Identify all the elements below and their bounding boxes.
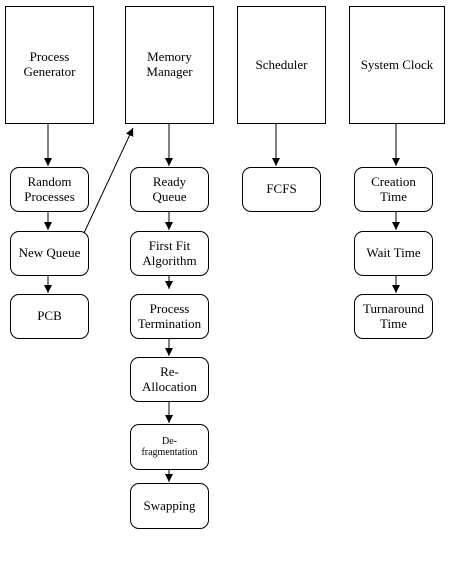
ready-queue-label: Ready Queue — [152, 173, 187, 204]
turnaround-time-label: Turnaround Time — [363, 300, 424, 331]
first-fit-algorithm-label: First Fit Algorithm — [142, 237, 197, 268]
fcfs-label: FCFS — [266, 181, 297, 197]
pcb-node: PCB — [10, 294, 89, 339]
ready-queue-node: Ready Queue — [130, 167, 209, 212]
pcb-label: PCB — [37, 308, 62, 324]
defragmentation-label: De- fragmentation — [141, 435, 198, 459]
system-clock-box: System Clock — [349, 6, 445, 124]
scheduler-box: Scheduler — [237, 6, 326, 124]
defragmentation-node: De- fragmentation — [130, 424, 209, 470]
random-processes-label: Random Processes — [24, 173, 75, 204]
random-processes-node: Random Processes — [10, 167, 89, 212]
fcfs-node: FCFS — [242, 167, 321, 212]
wait-time-node: Wait Time — [354, 231, 433, 276]
process-termination-label: Process Termination — [137, 300, 202, 331]
first-fit-algorithm-node: First Fit Algorithm — [130, 231, 209, 276]
new-queue-node: New Queue — [10, 231, 89, 276]
new-queue-label: New Queue — [18, 245, 81, 261]
turnaround-time-node: Turnaround Time — [354, 294, 433, 339]
swapping-label: Swapping — [143, 497, 196, 513]
reallocation-label: Re- Allocation — [142, 363, 197, 394]
arrow-new-queue-to-memory-manager — [83, 127, 134, 234]
scheduler-label: Scheduler — [255, 56, 308, 72]
reallocation-node: Re- Allocation — [130, 357, 209, 402]
system-clock-label: System Clock — [360, 56, 434, 72]
process-generator-label: Process Generator — [23, 49, 76, 79]
process-termination-node: Process Termination — [130, 294, 209, 339]
memory-manager-label: Memory Manager — [146, 49, 193, 79]
process-generator-box: Process Generator — [5, 6, 94, 124]
creation-time-node: Creation Time — [354, 167, 433, 212]
wait-time-label: Wait Time — [366, 245, 421, 261]
memory-manager-box: Memory Manager — [125, 6, 214, 124]
swapping-node: Swapping — [130, 483, 209, 529]
creation-time-label: Creation Time — [371, 173, 416, 204]
